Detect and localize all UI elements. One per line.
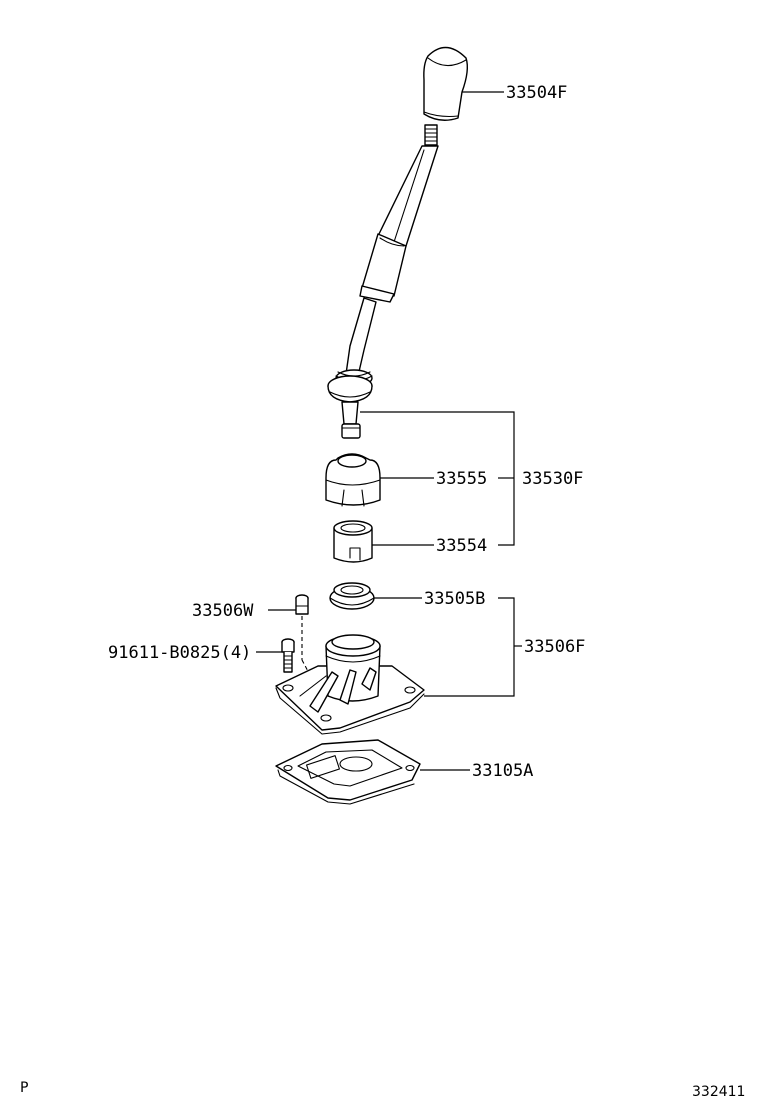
pin	[295, 594, 319, 691]
gasket	[275, 739, 421, 805]
seat	[329, 582, 375, 610]
label-33504f: 33504F	[506, 83, 567, 103]
footer-left-code: P	[20, 1080, 28, 1096]
shift-lever	[327, 124, 439, 439]
label-33506w: 33506W	[192, 601, 254, 621]
label-33554: 33554	[436, 536, 487, 556]
boot	[325, 453, 381, 507]
label-33105a: 33105A	[472, 761, 533, 781]
shift-knob	[423, 46, 469, 121]
bushing	[333, 520, 373, 563]
leader-lines	[256, 91, 522, 771]
label-33530f: 33530F	[522, 469, 583, 489]
label-33555: 33555	[436, 469, 487, 489]
label-33506f: 33506F	[524, 637, 585, 657]
footer-figure-number: 332411	[692, 1084, 745, 1100]
shift-housing	[275, 634, 425, 735]
label-33505b: 33505B	[424, 589, 485, 609]
bolt	[281, 638, 295, 673]
label-91611-b0825: 91611-B0825(4)	[108, 643, 251, 663]
